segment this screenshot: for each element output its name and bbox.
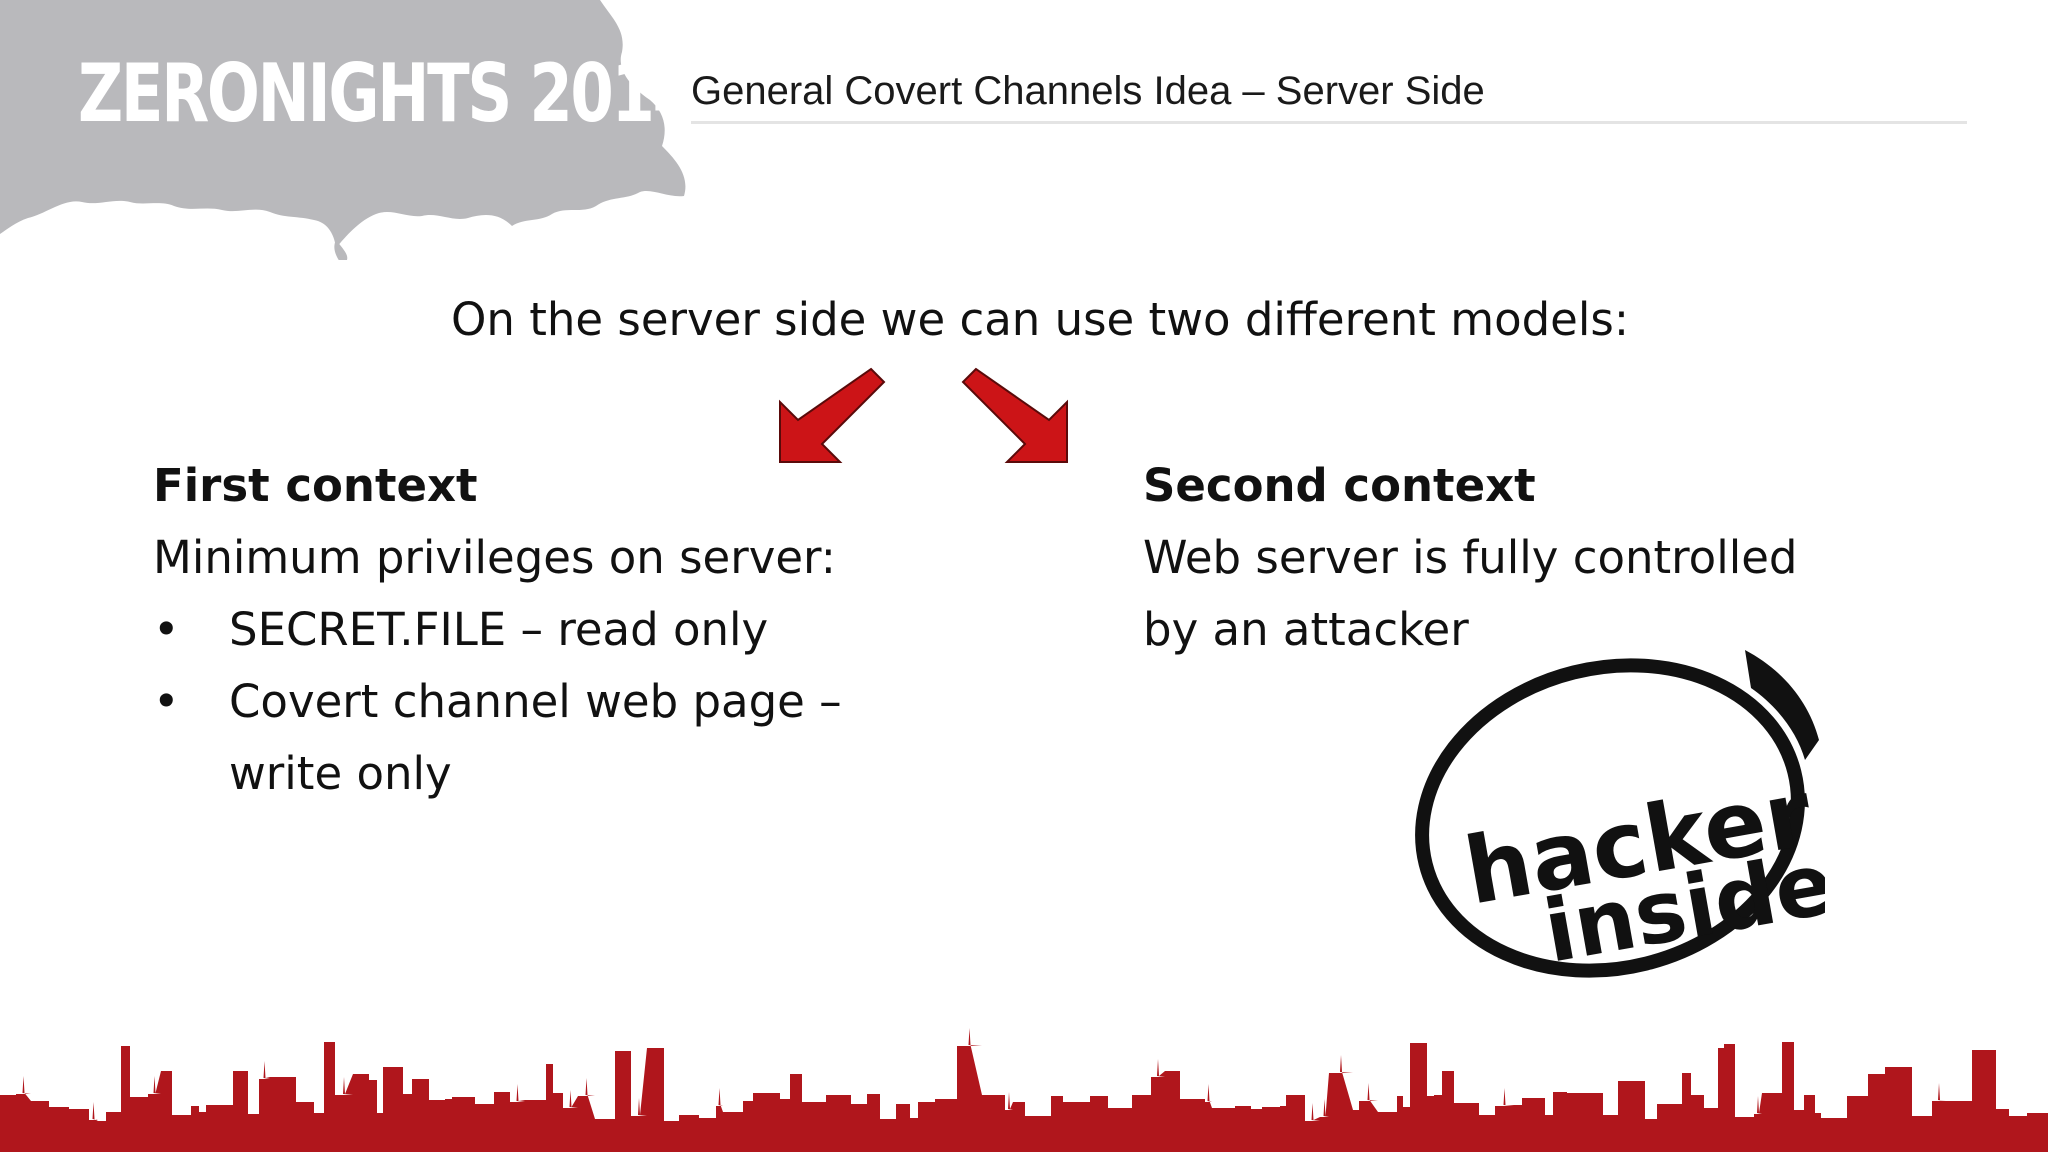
arrow-down-left-icon	[779, 367, 886, 463]
skyline-base	[0, 1127, 2048, 1152]
intro-text: On the server side we can use two differ…	[451, 293, 1629, 346]
header-splash	[0, 0, 686, 260]
title-divider	[691, 121, 1967, 124]
city-skyline-footer	[0, 1028, 2048, 1152]
second-context-column: Second context Web server is fully contr…	[1143, 450, 1797, 666]
arrow-down-right-icon	[961, 367, 1068, 463]
bullet-text: SECRET.FILE – read only	[229, 603, 769, 656]
bullet-item: • SECRET.FILE – read only	[153, 594, 842, 666]
bullet-dot: •	[153, 603, 180, 656]
arrows-group	[779, 367, 1068, 463]
hacker-inside-logo: hacker inside	[1415, 650, 1825, 980]
first-context-heading: First context	[153, 459, 478, 512]
bullet-text-continued: write only	[229, 747, 452, 800]
conference-logo: ZERONIGHTS 2014	[78, 47, 696, 140]
bullet-item: • Covert channel web page – write only	[153, 666, 842, 810]
skyline-silhouette	[0, 1028, 2048, 1152]
first-context-column: First context Minimum privileges on serv…	[153, 450, 842, 810]
slide-title: General Covert Channels Idea – Server Si…	[691, 69, 1485, 113]
second-context-heading: Second context	[1143, 459, 1536, 512]
first-context-subtitle: Minimum privileges on server:	[153, 531, 836, 584]
second-context-line-2: by an attacker	[1143, 603, 1469, 656]
bullet-text: Covert channel web page –	[229, 675, 842, 728]
second-context-line-1: Web server is fully controlled	[1143, 531, 1798, 584]
bullet-dot: •	[153, 675, 180, 728]
